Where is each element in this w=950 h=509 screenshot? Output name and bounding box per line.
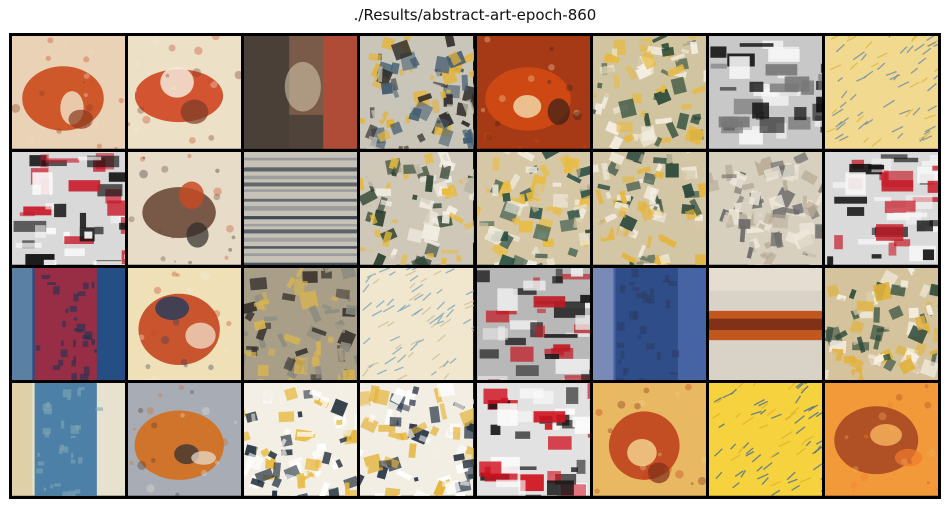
generated-image-tile xyxy=(128,151,242,265)
generated-image-tile xyxy=(824,151,938,265)
generated-image-tile xyxy=(476,151,590,265)
generated-image-tile xyxy=(476,267,590,381)
generated-image-tile xyxy=(592,36,706,149)
generated-image-tile xyxy=(128,36,242,149)
generated-image-tile xyxy=(12,151,126,265)
generated-image-tile xyxy=(244,36,358,149)
generated-image-tile xyxy=(708,36,822,149)
generated-image-tile xyxy=(360,36,474,149)
generated-image-tile xyxy=(476,36,590,149)
generated-image-tile xyxy=(360,151,474,265)
generated-image-tile xyxy=(12,36,126,149)
generated-image-tile xyxy=(476,383,590,496)
generated-image-tile xyxy=(824,383,938,496)
image-grid xyxy=(9,33,941,499)
generated-image-tile xyxy=(128,267,242,381)
generated-image-tile xyxy=(592,151,706,265)
generated-image-tile xyxy=(244,267,358,381)
generated-image-tile xyxy=(12,267,126,381)
generated-image-tile xyxy=(824,267,938,381)
generated-image-tile xyxy=(12,383,126,496)
generated-image-tile xyxy=(708,383,822,496)
generated-image-tile xyxy=(360,267,474,381)
generated-image-tile xyxy=(592,267,706,381)
generated-image-tile xyxy=(360,383,474,496)
generated-image-tile xyxy=(708,151,822,265)
generated-image-tile xyxy=(244,383,358,496)
generated-image-tile xyxy=(244,151,358,265)
figure-title: ./Results/abstract-art-epoch-860 xyxy=(353,6,597,24)
generated-image-tile xyxy=(592,383,706,496)
generated-image-tile xyxy=(824,36,938,149)
generated-image-tile xyxy=(128,383,242,496)
generated-image-tile xyxy=(708,267,822,381)
